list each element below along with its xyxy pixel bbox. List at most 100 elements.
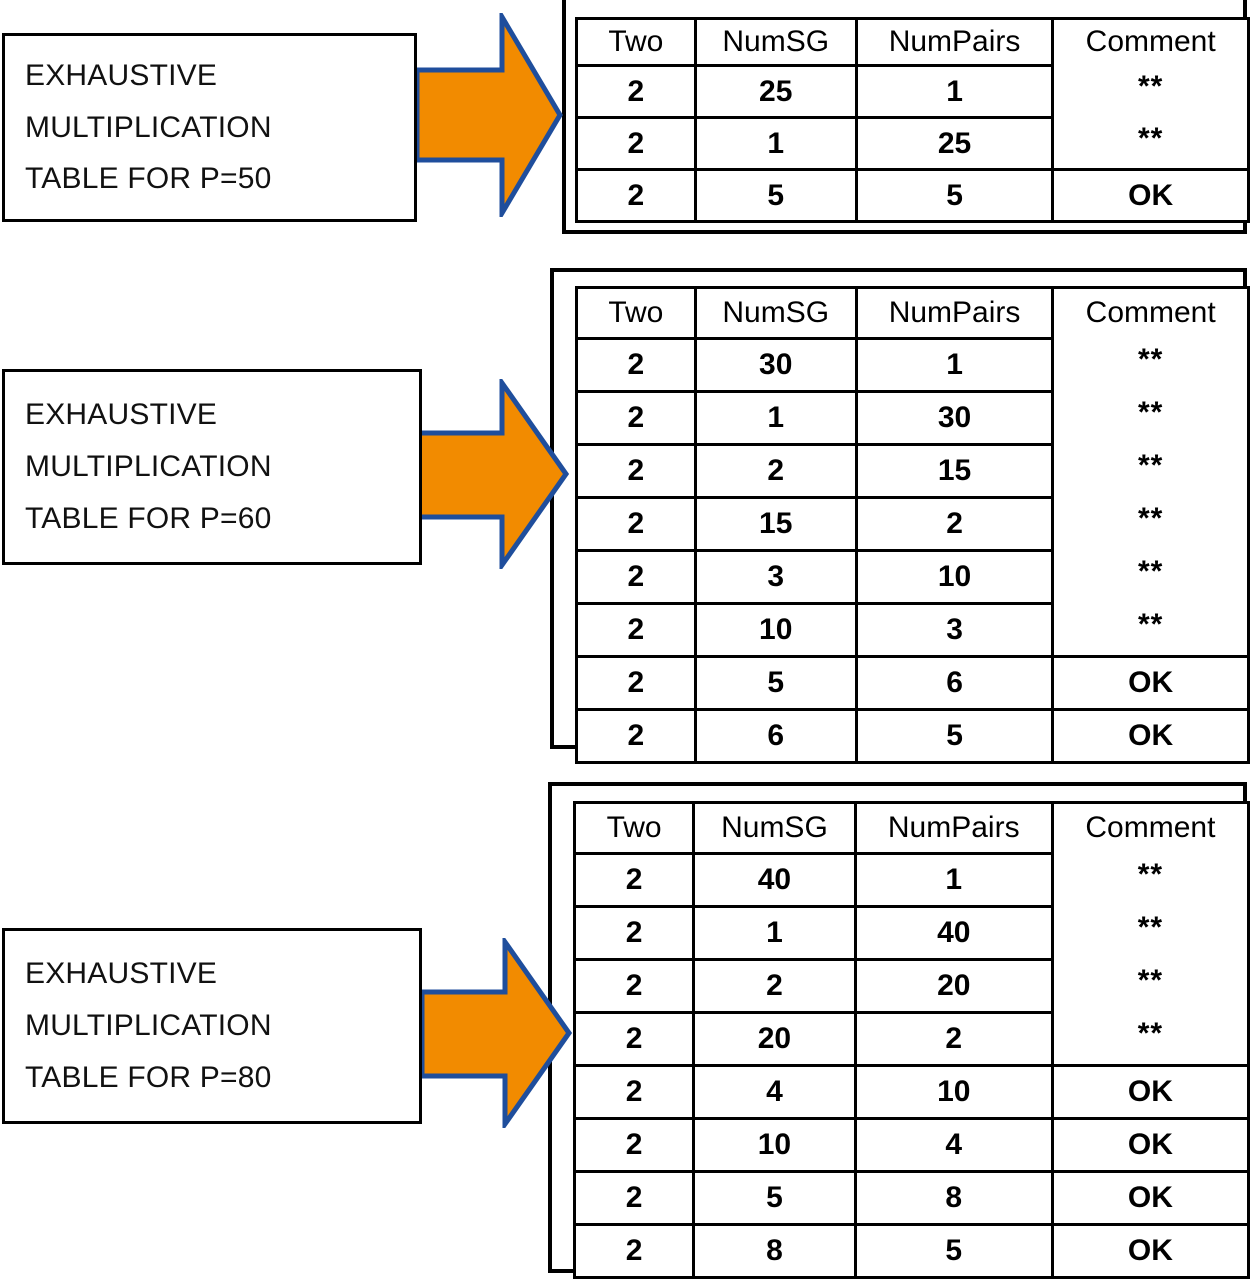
cell-comment: ** xyxy=(1050,900,1250,956)
table-row: 2 10 4 OK xyxy=(572,1117,1250,1173)
cell-numpairs: 2 xyxy=(853,1011,1054,1067)
table-row: 2 1 25 ** xyxy=(575,111,1250,171)
cell-numpairs: 30 xyxy=(854,390,1055,446)
cell-numsg: 3 xyxy=(693,549,858,605)
table-row: 2 10 3 ** xyxy=(575,597,1250,658)
cell-numpairs: 10 xyxy=(853,1064,1054,1120)
col-header-comment: Comment xyxy=(1051,286,1250,340)
col-header-comment: Comment xyxy=(1050,801,1250,855)
cell-numsg: 1 xyxy=(693,390,858,446)
label-line-3: TABLE FOR P=80 xyxy=(25,1060,272,1094)
cell-numsg: 1 xyxy=(692,905,857,961)
label-line-2: MULTIPLICATION xyxy=(25,450,272,484)
cell-comment: ** xyxy=(1051,544,1250,600)
cell-numpairs: 5 xyxy=(853,1223,1054,1279)
cell-numpairs: 6 xyxy=(854,655,1055,711)
cell-numsg: 5 xyxy=(693,655,858,711)
table-row: 2 40 1 ** xyxy=(572,847,1250,908)
cell-comment: OK xyxy=(1050,1170,1250,1226)
cell-comment: ** xyxy=(1051,332,1250,388)
cell-numsg: 10 xyxy=(693,602,858,658)
cell-numpairs: 15 xyxy=(854,443,1055,499)
table-row: 2 4 10 OK xyxy=(572,1064,1250,1120)
label-line-1: EXHAUSTIVE xyxy=(25,58,218,92)
cell-comment: ** xyxy=(1050,1006,1250,1062)
cell-numpairs: 10 xyxy=(854,549,1055,605)
col-header-numpairs: NumPairs xyxy=(854,17,1055,67)
cell-numsg: 8 xyxy=(692,1223,857,1279)
cell-numpairs: 5 xyxy=(854,708,1055,764)
table-header-row: Two NumSG NumPairs Comment xyxy=(575,286,1250,340)
col-header-two: Two xyxy=(575,286,697,340)
label-box-p50: EXHAUSTIVE MULTIPLICATION TABLE FOR P=50 xyxy=(2,33,417,222)
cell-numsg: 2 xyxy=(693,443,858,499)
cell-two: 2 xyxy=(575,549,697,605)
table-row: 2 5 6 OK xyxy=(575,655,1250,711)
table-p60: Two NumSG NumPairs Comment 2 30 1 ** 2 1… xyxy=(575,286,1250,764)
table-header-row: Two NumSG NumPairs Comment xyxy=(572,801,1250,855)
table-p50: Two NumSG NumPairs Comment 2 25 1 ** 2 1… xyxy=(575,17,1250,223)
cell-numsg: 10 xyxy=(692,1117,857,1173)
col-header-numpairs: NumPairs xyxy=(853,801,1054,855)
cell-numpairs: 2 xyxy=(854,496,1055,552)
cell-numsg: 5 xyxy=(692,1170,857,1226)
cell-numpairs: 5 xyxy=(854,168,1055,223)
cell-numpairs: 4 xyxy=(853,1117,1054,1173)
cell-comment: ** xyxy=(1050,953,1250,1009)
table-row: 2 2 20 ** xyxy=(572,953,1250,1014)
cell-numpairs: 1 xyxy=(853,852,1054,908)
cell-two: 2 xyxy=(572,958,696,1014)
table-row: 2 3 10 ** xyxy=(575,544,1250,605)
cell-comment: OK xyxy=(1051,168,1250,223)
cell-numpairs: 20 xyxy=(853,958,1054,1014)
col-header-numpairs: NumPairs xyxy=(854,286,1055,340)
cell-two: 2 xyxy=(575,116,697,171)
label-line-1: EXHAUSTIVE xyxy=(25,398,218,432)
cell-two: 2 xyxy=(575,64,697,119)
table-row: 2 20 2 ** xyxy=(572,1006,1250,1067)
cell-two: 2 xyxy=(575,655,697,711)
cell-numpairs: 8 xyxy=(853,1170,1054,1226)
cell-comment: OK xyxy=(1050,1064,1250,1120)
label-line-2: MULTIPLICATION xyxy=(25,1009,272,1043)
table-row: 2 30 1 ** xyxy=(575,332,1250,393)
table-row: 2 1 30 ** xyxy=(575,385,1250,446)
cell-numsg: 25 xyxy=(693,64,858,119)
table-row: 2 2 15 ** xyxy=(575,438,1250,499)
cell-two: 2 xyxy=(572,1223,696,1279)
cell-comment: OK xyxy=(1051,655,1250,711)
cell-two: 2 xyxy=(575,602,697,658)
cell-comment: ** xyxy=(1051,438,1250,494)
cell-numsg: 6 xyxy=(693,708,858,764)
table-row: 2 8 5 OK xyxy=(572,1223,1250,1279)
cell-numsg: 4 xyxy=(692,1064,857,1120)
cell-comment: ** xyxy=(1051,491,1250,547)
cell-two: 2 xyxy=(575,443,697,499)
section-p80: EXHAUSTIVE MULTIPLICATION TABLE FOR P=80… xyxy=(0,770,1250,1280)
section-p60: EXHAUSTIVE MULTIPLICATION TABLE FOR P=60… xyxy=(0,258,1250,764)
cell-two: 2 xyxy=(572,852,696,908)
table-row: 2 5 8 OK xyxy=(572,1170,1250,1226)
arrow-right-icon-p60 xyxy=(417,379,569,569)
cell-two: 2 xyxy=(575,390,697,446)
arrow-right-icon-p80 xyxy=(420,938,572,1128)
label-box-p60: EXHAUSTIVE MULTIPLICATION TABLE FOR P=60 xyxy=(2,369,422,565)
label-line-3: TABLE FOR P=50 xyxy=(25,162,272,196)
col-header-numsg: NumSG xyxy=(693,286,858,340)
table-p80: Two NumSG NumPairs Comment 2 40 1 ** 2 1… xyxy=(572,801,1250,1279)
cell-two: 2 xyxy=(575,337,697,393)
cell-comment: OK xyxy=(1050,1223,1250,1279)
table-row: 2 15 2 ** xyxy=(575,491,1250,552)
cell-numsg: 5 xyxy=(693,168,858,223)
cell-two: 2 xyxy=(572,1170,696,1226)
cell-numsg: 1 xyxy=(693,116,858,171)
cell-comment: ** xyxy=(1051,59,1250,114)
arrow-right-icon-p50 xyxy=(415,13,563,217)
cell-two: 2 xyxy=(572,1117,696,1173)
cell-two: 2 xyxy=(575,496,697,552)
cell-comment: ** xyxy=(1050,847,1250,903)
col-header-two: Two xyxy=(572,801,696,855)
col-header-comment: Comment xyxy=(1051,17,1250,67)
cell-numsg: 30 xyxy=(693,337,858,393)
label-line-2: MULTIPLICATION xyxy=(25,110,272,144)
